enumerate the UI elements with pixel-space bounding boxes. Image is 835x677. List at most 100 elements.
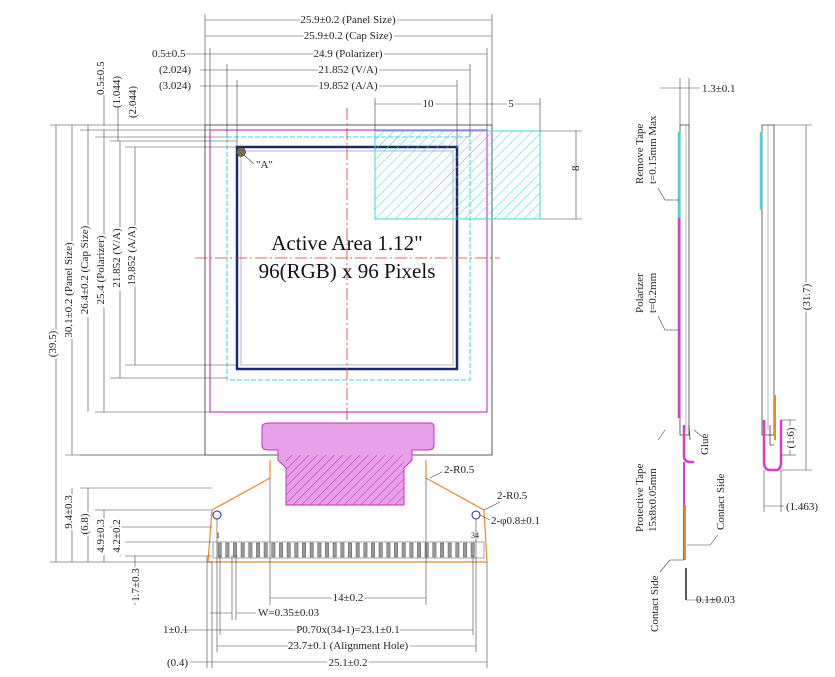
dim-w: W=0.35±0.03 bbox=[258, 607, 320, 619]
side-view-left: 1.3±0.1 Remove Tape t=0.15mm Max Polariz… bbox=[634, 78, 736, 632]
dim-94: 9.4±0.3 bbox=[63, 495, 75, 529]
va-offset-dim: (2.024) bbox=[159, 64, 191, 76]
contact-pin bbox=[409, 542, 414, 558]
contact-pin bbox=[447, 542, 452, 558]
cap-width-dim: 25.9±0.2 (Cap Size) bbox=[304, 30, 393, 42]
contact-pin bbox=[378, 542, 383, 558]
fpc-thickness-dim: 0.1±0.03 bbox=[696, 594, 736, 606]
polarizer-thickness: t=0.2mm bbox=[647, 272, 659, 313]
contact-pins bbox=[212, 541, 485, 559]
contact-pin bbox=[417, 542, 421, 558]
top-offset-1044: (1.044) bbox=[111, 76, 123, 108]
alignment-hole-left bbox=[212, 510, 222, 520]
contact-pin bbox=[263, 542, 268, 558]
total-height-dim: (39.5) bbox=[47, 330, 59, 357]
pin-34-label: 34 bbox=[471, 531, 479, 540]
contact-pin bbox=[355, 542, 360, 558]
contact-pin bbox=[279, 542, 283, 558]
protective-tape-size: 15x8x0.05mm bbox=[647, 468, 659, 532]
contact-pin bbox=[309, 542, 314, 558]
bottom-dimensions: 14±0.2 W=0.35±0.03 1±0.1 P0.70x(34-1)=23… bbox=[163, 464, 540, 671]
side-bend-dim: (1.6) bbox=[785, 427, 797, 448]
contact-pin bbox=[371, 542, 375, 558]
panel-height-dim: 30.1±0.2 (Panel Size) bbox=[63, 242, 75, 338]
active-area-title: Active Area 1.12" bbox=[271, 231, 422, 255]
dim-251: 25.1±0.2 bbox=[328, 657, 367, 669]
glue-label: Glue bbox=[699, 434, 711, 456]
pin-1-label: 1 bbox=[216, 531, 220, 540]
contact-pin bbox=[440, 542, 444, 558]
remove-tape-label: Remove Tape bbox=[634, 123, 646, 184]
dim-49: 4.9±0.3 bbox=[95, 519, 107, 553]
contact-pin bbox=[401, 542, 406, 558]
front-view: "A" Active Area 1.12" 96(RGB) x 96 Pixel… bbox=[195, 108, 541, 668]
polarizer-height-dim: 25.4 (Polarizer) bbox=[95, 235, 107, 304]
contact-pin bbox=[463, 542, 467, 558]
contact-pin bbox=[470, 542, 475, 558]
contact-pin bbox=[217, 542, 222, 558]
contact-pin bbox=[302, 542, 306, 558]
contact-pin bbox=[286, 542, 291, 558]
contact-pin bbox=[225, 542, 230, 558]
polarizer-label: Polarizer bbox=[634, 273, 646, 313]
contact-pin bbox=[248, 542, 253, 558]
contact-pin bbox=[432, 542, 437, 558]
polarizer-outline bbox=[209, 129, 488, 413]
polarizer-width-dim: 24.9 (Polarizer) bbox=[313, 48, 382, 60]
dim-68: (6.8) bbox=[79, 513, 91, 534]
hole-diameter-label: 2-φ0.8±0.1 bbox=[491, 515, 540, 527]
left-dimensions: (39.5) 30.1±0.2 (Panel Size) 26.4±0.2 (C… bbox=[45, 61, 237, 605]
va-height-dim: 21.852 (V/A) bbox=[111, 228, 123, 288]
dim-pitch: P0.70x(34-1)=23.1±0.1 bbox=[296, 624, 400, 636]
side-thickness-dim: 1.3±0.1 bbox=[702, 83, 736, 95]
top-offset-05: 0.5±0.5 bbox=[95, 61, 107, 95]
dim-04: (0.4) bbox=[167, 657, 188, 669]
contact-pin bbox=[233, 542, 237, 558]
contact-pin bbox=[294, 542, 299, 558]
contact-pin bbox=[363, 542, 368, 558]
cap-height-dim: 26.4±0.2 (Cap Size) bbox=[79, 225, 91, 314]
aa-offset-dim: (3.024) bbox=[159, 80, 191, 92]
dim-1: 1±0.1 bbox=[163, 624, 188, 636]
dim-14: 14±0.2 bbox=[333, 592, 364, 604]
dim-8: 8 bbox=[570, 165, 582, 171]
remove-tape-thickness: t=0.15mm Max bbox=[647, 115, 659, 184]
dim-5: 5 bbox=[508, 98, 514, 110]
contact-pin bbox=[424, 542, 429, 558]
radius-inner-label: 2-R0.5 bbox=[444, 464, 475, 476]
viewing-area-outline bbox=[226, 136, 471, 381]
contact-pin bbox=[325, 542, 329, 558]
radius-outer-label: 2-R0.5 bbox=[497, 490, 528, 502]
contact-pin bbox=[386, 542, 391, 558]
side-view-right: (31.7) (1.6) (1.463) bbox=[759, 124, 818, 513]
point-a-marker bbox=[236, 147, 246, 157]
dim-alignment: 23.7±0.1 (Alignment Hole) bbox=[288, 640, 409, 652]
contact-side-label-b: Contact Side bbox=[715, 473, 727, 530]
side-bend-width-dim: (1.463) bbox=[786, 501, 818, 513]
fpc-tail-outline bbox=[207, 460, 488, 563]
top-offset-2044: (2.044) bbox=[127, 86, 139, 118]
contact-pin bbox=[271, 542, 276, 558]
contact-pin bbox=[394, 542, 398, 558]
aa-width-dim: 19.852 (A/A) bbox=[318, 80, 378, 92]
contact-side-label-a: Contact Side bbox=[649, 575, 661, 632]
dim-10: 10 bbox=[423, 98, 435, 110]
point-a-label: "A" bbox=[256, 159, 273, 171]
polarizer-offset-dim: 0.5±0.5 bbox=[152, 48, 186, 60]
contact-pin bbox=[317, 542, 322, 558]
top-dimensions: 25.9±0.2 (Panel Size) 25.9±0.2 (Cap Size… bbox=[152, 12, 582, 220]
dim-42: 4.2±0.2 bbox=[111, 519, 123, 553]
contact-pin bbox=[348, 542, 352, 558]
contact-pin bbox=[340, 542, 345, 558]
contact-pin bbox=[256, 542, 260, 558]
va-width-dim: 21.852 (V/A) bbox=[318, 64, 378, 76]
side-total-dim: (31.7) bbox=[801, 283, 813, 310]
protective-tape-label: Protective Tape bbox=[634, 464, 646, 532]
alignment-hole-right bbox=[471, 510, 481, 520]
panel-width-dim: 25.9±0.2 (Panel Size) bbox=[300, 14, 396, 26]
contact-pin bbox=[240, 542, 245, 558]
dim-17: 1.7±0.3 bbox=[130, 568, 142, 602]
contact-pin bbox=[332, 542, 337, 558]
active-area-resolution: 96(RGB) x 96 Pixels bbox=[259, 259, 436, 283]
